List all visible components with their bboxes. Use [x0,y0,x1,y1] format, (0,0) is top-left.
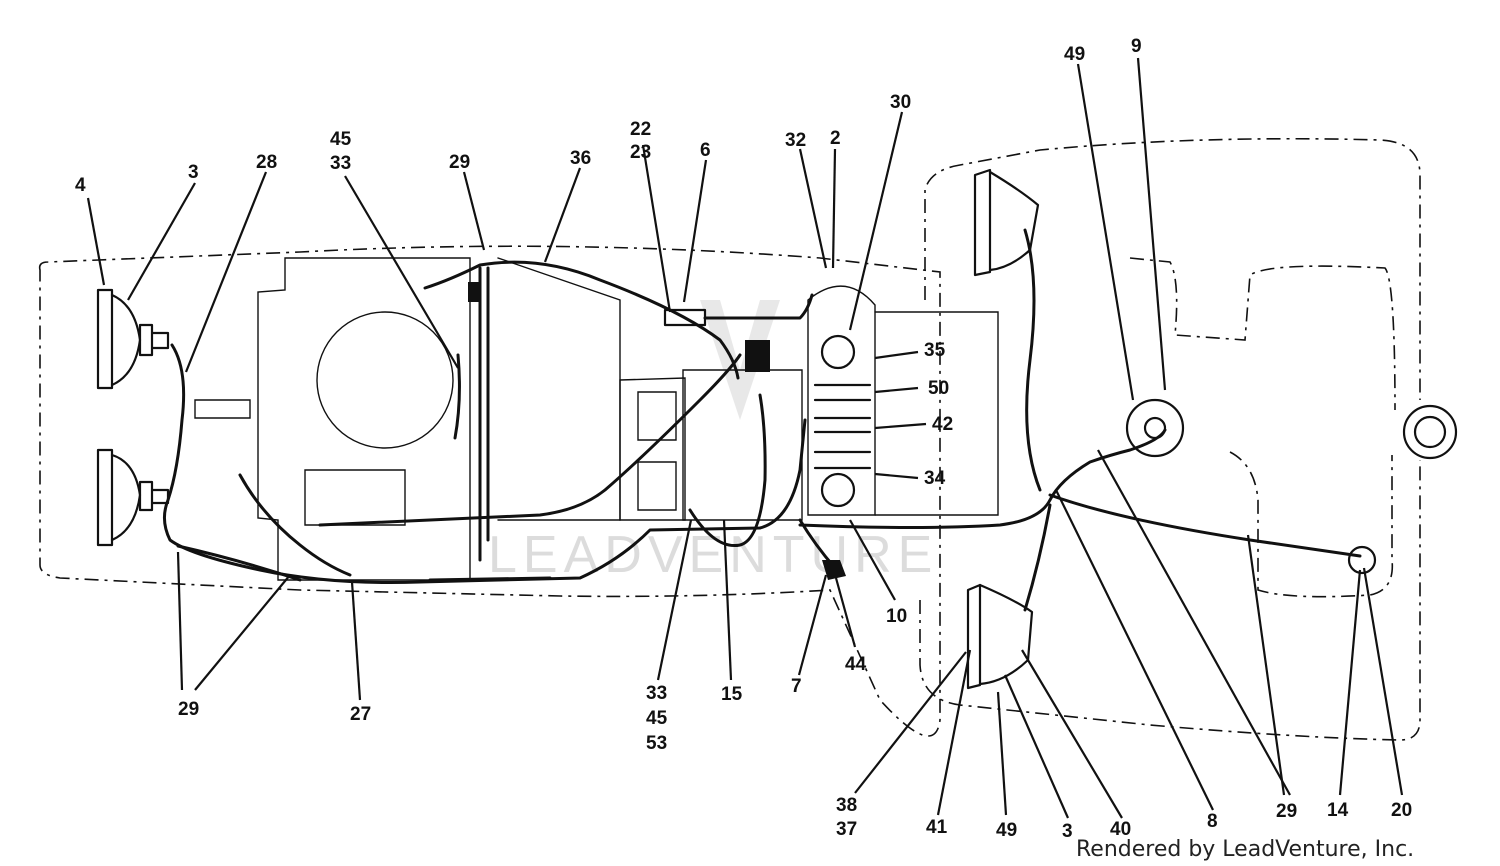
callout-3: 3 [188,162,199,183]
callout-29: 29 [449,152,470,173]
horn [1125,398,1185,458]
callout-33-lower: 33 [646,683,667,704]
callout-30: 30 [890,92,911,113]
rear-light-upper [973,168,1040,277]
callout-29-right: 29 [1276,801,1297,822]
headlight-lower [96,448,170,547]
callout-10: 10 [886,606,907,627]
rear-socket [1402,404,1458,460]
callout-27: 27 [350,704,371,725]
callout-34: 34 [924,468,946,489]
callout-4: 4 [75,175,86,196]
callout-45-lower: 45 [646,708,668,729]
callout-6: 6 [700,140,711,161]
callout-40: 40 [1110,819,1131,840]
callout-44: 44 [845,654,867,675]
rear-light-lower [966,583,1034,690]
callout-3-lower: 3 [1062,821,1073,842]
callout-49: 49 [1064,44,1085,65]
callout-38: 38 [836,795,857,816]
callout-20: 20 [1391,800,1412,821]
callout-33: 33 [330,153,351,174]
callout-28: 28 [256,152,277,173]
callout-49-lower: 49 [996,820,1017,841]
callout-labels: 4 3 28 45 33 29 36 22 23 6 32 2 30 49 9 … [75,36,1412,842]
callout-7: 7 [791,676,802,697]
harness-wires [163,228,1362,612]
engine-block [304,469,406,526]
gauge-lower [820,472,856,508]
plug-connector [1347,545,1377,575]
callout-50: 50 [928,378,949,399]
callout-22: 22 [630,119,651,140]
headlight-upper [96,288,170,390]
callout-53: 53 [646,733,667,754]
leadventure-watermark: LEADVENTURE [488,300,932,584]
callout-14: 14 [1327,800,1349,821]
callout-15: 15 [721,684,743,705]
leader-lines [86,57,1404,819]
callout-9: 9 [1131,36,1142,57]
callout-37: 37 [836,819,857,840]
callout-35: 35 [924,340,946,361]
gauge-upper [820,334,856,370]
callout-45: 45 [330,129,352,150]
callout-8: 8 [1207,811,1218,832]
engine-flywheel [316,311,454,449]
callout-41: 41 [926,817,948,838]
callout-32: 32 [785,130,806,151]
callout-29-left: 29 [178,699,199,720]
callout-2: 2 [830,128,841,149]
credit-text: Rendered by LeadVenture, Inc. [1076,837,1414,862]
callout-42: 42 [932,414,953,435]
callout-23: 23 [630,142,651,163]
callout-36: 36 [570,148,591,169]
